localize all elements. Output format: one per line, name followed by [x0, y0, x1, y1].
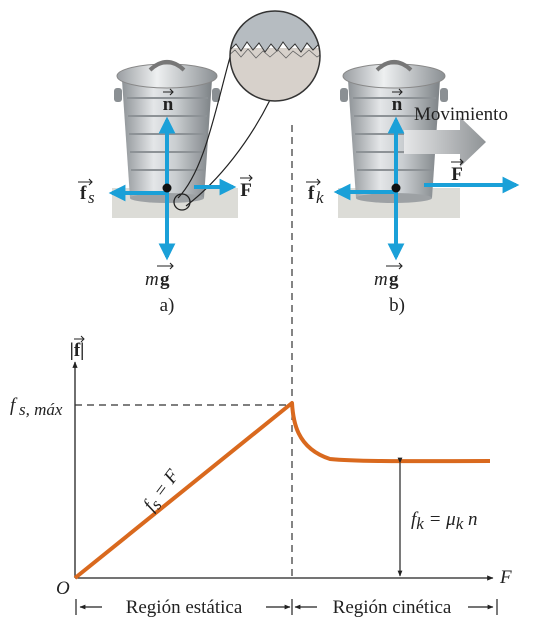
contact-point-a: [162, 183, 172, 193]
y-axis-label: |f|: [70, 335, 85, 361]
weight-label-b: m g: [374, 262, 403, 290]
applied-label-b: F: [451, 158, 464, 185]
applied-label-a: F: [240, 174, 253, 201]
svg-text:g: g: [160, 269, 170, 290]
svg-text:k: k: [316, 188, 324, 207]
caption-a: a): [160, 295, 175, 316]
friction-curve: [73, 401, 491, 580]
svg-text:|f|: |f|: [70, 340, 85, 361]
friction-label-b: f k: [306, 178, 324, 207]
panel-a: n F f s m g a): [78, 10, 321, 316]
svg-text:F: F: [240, 180, 252, 201]
kinetic-relation-label: fk = μk n: [411, 509, 477, 533]
svg-text:fs = F: fs = F: [139, 465, 186, 516]
motion-label: Movimiento: [414, 104, 508, 125]
static-relation-label: fs = F: [139, 465, 186, 516]
motion-arrow-icon: [404, 117, 486, 167]
kinetic-region-label: Región cinética: [333, 597, 452, 618]
svg-text:m: m: [145, 269, 159, 290]
svg-text:m: m: [374, 269, 388, 290]
svg-text:F: F: [451, 164, 463, 185]
x-axis-label: F: [499, 567, 512, 588]
contact-point-b: [391, 183, 401, 193]
svg-text:f: f: [80, 183, 87, 204]
svg-text:g: g: [389, 269, 399, 290]
svg-text:s: s: [88, 188, 95, 207]
svg-text:fk = μk n: fk = μk n: [411, 509, 477, 533]
fs-max-label: f s, máx: [10, 395, 63, 419]
svg-text:n: n: [163, 94, 174, 115]
static-region-label: Región estática: [126, 597, 243, 618]
panel-b: Movimiento n F f k m g b): [306, 60, 520, 316]
caption-b: b): [389, 295, 405, 316]
weight-label-a: m g: [145, 262, 174, 290]
svg-text:f: f: [10, 395, 18, 416]
svg-text:s, máx: s, máx: [19, 400, 63, 419]
friction-graph: |f| F O f s, máx fs = F fk = μk n Región…: [10, 125, 512, 618]
friction-label-a: f s: [78, 178, 95, 207]
svg-text:n: n: [392, 94, 403, 115]
normal-label-b: n: [392, 88, 403, 115]
origin-label: O: [56, 578, 70, 599]
svg-text:f: f: [308, 183, 315, 204]
normal-label-a: n: [163, 88, 174, 115]
